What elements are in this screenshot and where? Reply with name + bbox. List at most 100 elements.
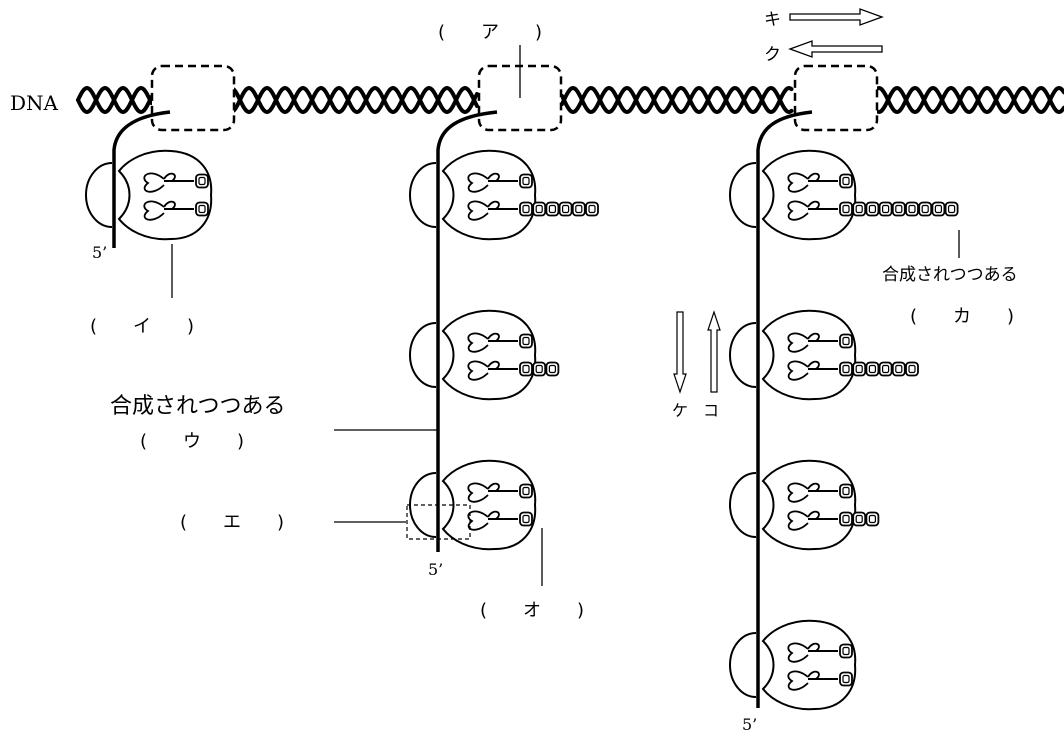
arrow-ku-left — [788, 40, 883, 58]
trna-arm — [487, 200, 500, 210]
trna — [467, 172, 533, 193]
large-subunit — [761, 149, 857, 241]
amino-acid-inner — [908, 204, 916, 214]
amino-acid-inner — [522, 364, 530, 374]
small-subunit — [729, 162, 757, 228]
synth-label-u: 合成されつつある — [110, 394, 286, 419]
amino-acid — [839, 333, 853, 349]
trna-loop — [787, 670, 809, 691]
amino-acid-inner — [881, 364, 890, 374]
amino-acid-inner — [855, 514, 863, 524]
amino-acid — [839, 361, 853, 377]
trna — [467, 482, 533, 503]
arrow-ko-up — [707, 310, 721, 393]
amino-acid — [905, 201, 919, 217]
rna-polymerase — [150, 64, 236, 132]
trna-loop — [467, 200, 489, 221]
trna-loop — [787, 510, 809, 531]
ribosome — [409, 459, 537, 551]
amino-acid-inner — [198, 204, 206, 214]
amino-acid-inner — [522, 486, 530, 496]
amino-acid — [532, 201, 547, 217]
amino-acid — [519, 333, 533, 349]
trna-arm — [487, 332, 500, 342]
blank-ka: ( カ ) — [910, 306, 1014, 327]
amino-acid-inner — [522, 176, 530, 186]
amino-acid-inner — [842, 336, 850, 346]
amino-acid — [839, 643, 853, 659]
label-ko: コ — [703, 401, 719, 420]
trna-arm — [807, 200, 820, 210]
amino-acid-inner — [842, 364, 850, 374]
dna-strand-2-1 — [560, 85, 794, 115]
amino-acid — [852, 201, 867, 217]
trna — [143, 172, 209, 193]
dna-strand-1-1 — [232, 85, 479, 115]
amino-acid — [891, 361, 906, 377]
amino-acid-inner — [198, 176, 206, 186]
amino-acid-inner — [561, 204, 570, 214]
large-subunit — [117, 149, 213, 241]
trna-loop — [467, 360, 489, 381]
trna-loop — [143, 172, 165, 193]
trna — [787, 510, 880, 531]
small-subunit — [729, 322, 757, 388]
dna-strand-1-0 — [232, 85, 479, 115]
dna-strand-3-1 — [876, 85, 1064, 115]
trna — [787, 360, 919, 381]
amino-acid — [852, 361, 867, 377]
amino-acid — [839, 671, 853, 687]
trna-loop — [467, 482, 489, 503]
amino-acid — [839, 511, 853, 527]
trna-arm — [487, 510, 500, 520]
amino-acid — [585, 201, 599, 217]
trna-arm — [807, 332, 820, 342]
trna — [787, 172, 853, 193]
dna-label: DNA — [10, 91, 59, 115]
trna-loop — [467, 510, 489, 531]
amino-acid — [839, 201, 853, 217]
trna-loop — [787, 360, 809, 381]
amino-acid — [865, 201, 880, 217]
amino-acid-inner — [535, 204, 543, 214]
label-ki: キ — [764, 10, 781, 30]
amino-acid-inner — [588, 204, 596, 214]
amino-acid-inner — [522, 514, 530, 524]
trna — [787, 642, 853, 663]
small-subunit — [409, 322, 437, 388]
amino-acid — [905, 361, 919, 377]
mrna-strand — [436, 110, 498, 552]
rna-polymerase — [793, 64, 879, 132]
arrow-ke-down — [673, 311, 687, 394]
amino-acid — [519, 173, 533, 189]
amino-acid — [944, 201, 959, 217]
amino-acid-inner — [855, 364, 863, 374]
large-subunit — [761, 619, 857, 711]
blank-i: ( イ ) — [90, 316, 194, 337]
amino-acid — [865, 511, 880, 527]
amino-acid — [865, 361, 880, 377]
ribosome — [729, 149, 959, 241]
trna — [467, 332, 533, 353]
arrow-ki-right — [789, 8, 884, 26]
amino-acid-inner — [895, 364, 903, 374]
label-ke: ケ — [672, 401, 688, 420]
trna-arm — [807, 510, 820, 520]
amino-acid-inner — [842, 486, 850, 496]
trna-loop — [787, 482, 809, 503]
trna — [787, 482, 853, 503]
amino-acid-inner — [868, 514, 877, 524]
trna-arm — [807, 360, 820, 370]
trna-arm — [807, 642, 820, 652]
large-subunit — [441, 149, 537, 241]
amino-acid-inner — [908, 364, 916, 374]
amino-acid — [839, 173, 853, 189]
amino-acid-inner — [535, 364, 543, 374]
synth-label-ka: 合成されつつある — [882, 265, 1018, 285]
amino-acid-inner — [842, 204, 850, 214]
amino-acid-inner — [522, 336, 530, 346]
five-prime-right: 5’ — [742, 715, 757, 734]
amino-acid-inner — [934, 204, 943, 214]
amino-acid-inner — [548, 364, 557, 374]
amino-acid — [545, 361, 560, 377]
